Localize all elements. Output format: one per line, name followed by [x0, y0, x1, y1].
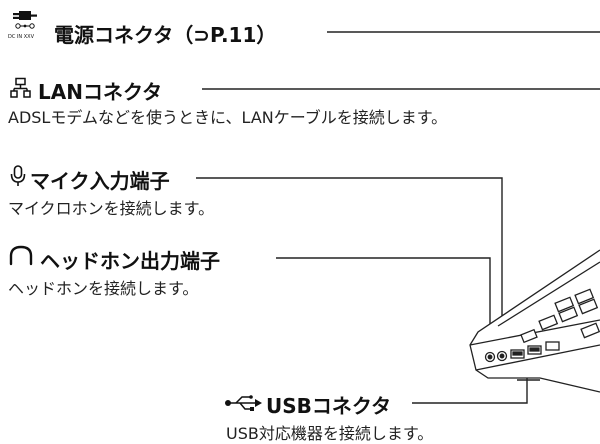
headphone-icon — [8, 244, 34, 268]
power-title: 電源コネクタ — [54, 23, 174, 47]
page-ref-icon: ⊃ — [193, 23, 210, 47]
usb-title: USBコネクタ — [266, 394, 392, 418]
power-icon-caption: DC IN XXV — [8, 34, 35, 40]
port-jacks — [484, 341, 560, 363]
mic-description: マイクロホンを接続します。 — [8, 199, 215, 218]
power-ref-page: P.11） — [209, 23, 277, 47]
headphone-description: ヘッドホンを接続します。 — [8, 279, 199, 298]
lan-description: ADSLモデムなどを使うときに、LANケーブルを接続します。 — [8, 108, 448, 127]
usb-description: USB対応機器を接続します。 — [226, 424, 434, 443]
lan-network-icon — [10, 77, 32, 99]
power-plug-icon — [10, 10, 40, 40]
mic-title: マイク入力端子 — [30, 169, 170, 193]
power-ref-open: （ — [173, 23, 194, 47]
headphone-leader-line — [276, 257, 491, 353]
lan-title: LANコネクタ — [38, 80, 163, 104]
usb-icon — [224, 394, 264, 412]
headphone-title: ヘッドホン出力端子 — [40, 249, 220, 273]
microphone-icon — [8, 164, 28, 188]
power-connector-title: 電源コネクタ（⊃P.11） — [54, 19, 276, 48]
mic-leader-line — [196, 177, 503, 353]
